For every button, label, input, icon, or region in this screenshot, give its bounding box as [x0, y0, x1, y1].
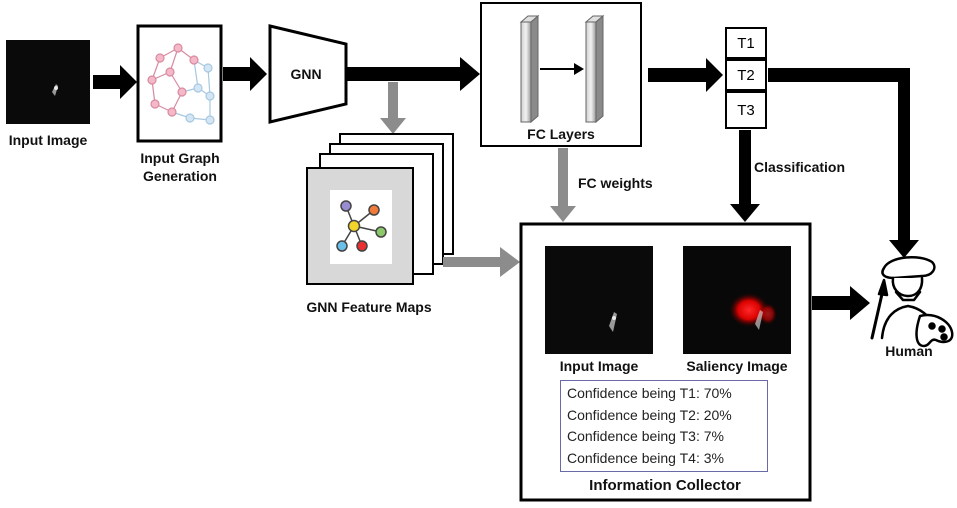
label-fc-weights: FC weights [578, 175, 653, 191]
arrow-fc-weights [550, 148, 576, 222]
class-cell-t2: T2 [725, 59, 767, 91]
label-saliency-image: Saliency Image [686, 358, 787, 374]
arrow-feature-maps-to-collector [443, 247, 520, 277]
confidence-t2: Confidence being T2: 20% [567, 406, 732, 423]
confidence-t4: Confidence being T4: 3% [567, 449, 724, 466]
class-cell-t1: T1 [725, 27, 767, 59]
confidence-list: Confidence being T1: 70% Confidence bein… [560, 380, 768, 472]
graph-icon [147, 43, 215, 125]
confidence-t1: Confidence being T1: 70% [567, 385, 732, 401]
gnn-block [268, 24, 348, 124]
collector-input-image [545, 246, 653, 354]
human-painter-icon [870, 255, 954, 348]
label-fc-layers: FC Layers [527, 126, 595, 142]
label-information-collector: Information Collector [589, 477, 741, 494]
fc-layers-box [480, 2, 642, 147]
label-human: Human [885, 343, 932, 359]
arrow-class-to-human [768, 68, 919, 258]
input-image-thumbnail [6, 40, 90, 124]
arrow-gnn-to-fc [347, 57, 480, 91]
label-gnn-feature-maps: GNN Feature Maps [306, 299, 431, 315]
label-classification: Classification [754, 159, 845, 175]
arrow-gnn-to-feature-maps [380, 82, 406, 134]
label-collector-input-image: Input Image [560, 358, 639, 374]
saliency-image [683, 246, 791, 354]
feature-graph-icon [336, 200, 387, 252]
arrow-collector-to-human [812, 286, 870, 320]
arrow-image-to-graph [93, 65, 137, 99]
arrow-classification [730, 130, 760, 222]
label-gnn: GNN [290, 66, 321, 82]
label-input-graph-generation: Input Graph Generation [140, 150, 220, 184]
arrow-fc-to-classes [648, 58, 723, 92]
input-graph-box [136, 24, 223, 143]
confidence-t3: Confidence being T3: 7% [567, 428, 724, 444]
label-input-image: Input Image [9, 132, 88, 148]
arrow-graph-to-gnn [223, 57, 267, 91]
feature-maps-stack [306, 133, 454, 285]
class-cell-t3: T3 [725, 91, 767, 129]
